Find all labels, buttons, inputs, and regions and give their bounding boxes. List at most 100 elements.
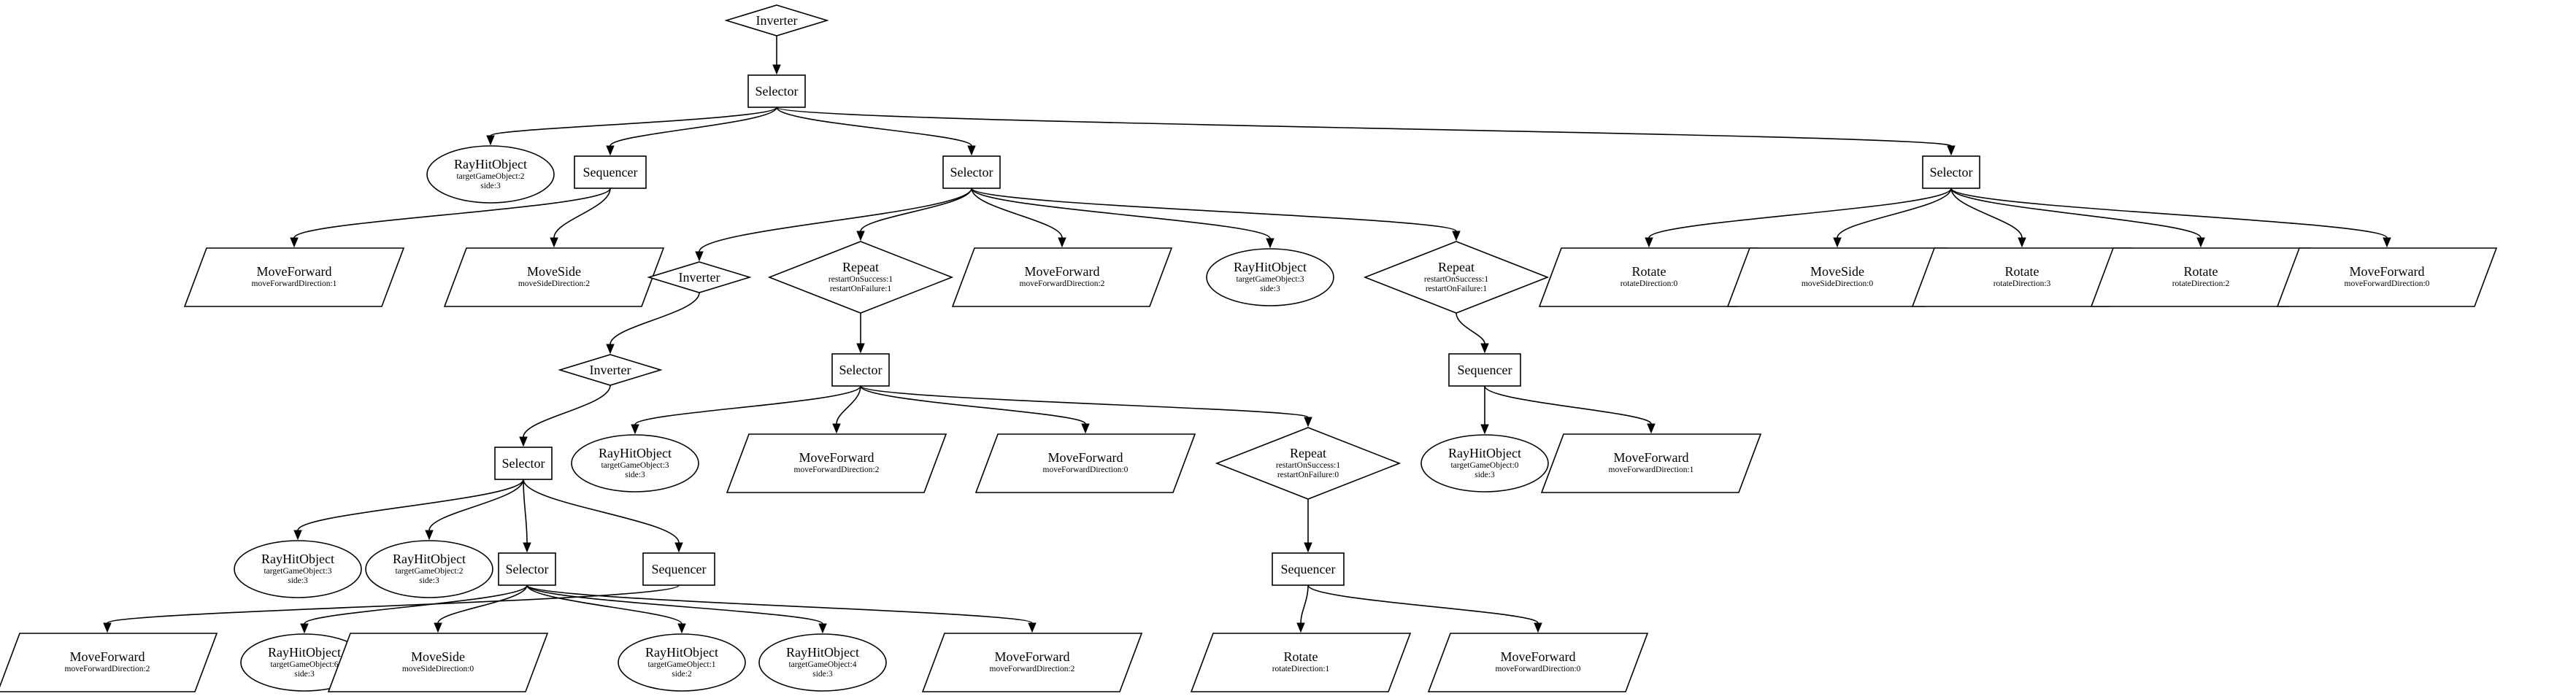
node-param: moveForwardDirection:0 (2345, 279, 2430, 288)
node-action-shape (951, 247, 1173, 307)
edge-n20-n22 (631, 385, 861, 435)
node-title: RayHitObject (261, 552, 334, 566)
node-title: Inverter (679, 270, 720, 285)
node-param: moveForwardDirection:1 (1609, 466, 1694, 474)
node-title: RayHitObject (454, 157, 527, 171)
node-action-shape (183, 247, 405, 307)
edge-n9-n19 (606, 292, 700, 355)
node-selector: Selector (1922, 155, 1980, 189)
node-param: moveForwardDirection:1 (252, 279, 337, 288)
node-inverter: Inverter (558, 354, 663, 386)
node-title: Rotate (2005, 264, 2039, 279)
node-sequencer: Sequencer (1448, 353, 1521, 387)
node-param: targetGameObject:0 (1450, 461, 1518, 470)
node-param: restartOnSuccess:1 (1424, 275, 1488, 284)
node-title: Selector (1930, 165, 1973, 179)
node-param: side:3 (1475, 471, 1495, 479)
edge-n20-n25 (860, 385, 1312, 428)
node-repeat: RepeatrestartOnSuccess:1restartOnFailure… (1215, 427, 1402, 500)
node-condition-shape (571, 434, 699, 493)
node-title: RayHitObject (393, 552, 466, 566)
node-title: MoveForward (70, 649, 145, 664)
node-sequencer: Sequencer (642, 552, 715, 586)
node-action-shape (974, 433, 1196, 493)
node-inverter: Inverter (647, 261, 752, 293)
node-param: targetGameObject:6 (270, 660, 338, 669)
node-selector-shape (494, 447, 553, 480)
node-title: MoveSide (1810, 264, 1864, 279)
node-action-shape (443, 247, 665, 307)
edge-n21-n26 (1480, 385, 1489, 435)
node-param: restartOnSuccess:1 (1276, 461, 1340, 470)
node-param: targetGameObject:1 (647, 660, 715, 669)
edge-n1-n2 (772, 36, 781, 75)
node-condition-shape (618, 633, 746, 692)
edge-n5-n13 (971, 188, 1461, 242)
node-action-shape (1540, 433, 1762, 493)
node-sequencer-shape (1272, 552, 1345, 586)
node-action-shape (327, 633, 549, 692)
edge-n29-n41 (1307, 584, 1542, 633)
edge-n5-n11 (971, 188, 1066, 248)
node-title: MoveForward (995, 649, 1070, 664)
node-title: Repeat (842, 260, 879, 274)
edge-n2-n6 (776, 107, 1956, 156)
node-action-shape (726, 433, 947, 493)
node-title: Selector (950, 165, 993, 179)
node-title: RayHitObject (599, 446, 672, 460)
edge-n10-n20 (856, 313, 865, 354)
node-param: targetGameObject:3 (601, 461, 669, 470)
node-inverter: Inverter (724, 4, 829, 36)
node-title: Sequencer (652, 562, 707, 576)
edge-n5-n12 (971, 188, 1274, 249)
node-param: targetGameObject:2 (456, 172, 524, 181)
edge-n32-n36 (434, 584, 528, 633)
node-title: MoveForward (1048, 450, 1123, 465)
node-repeat: RepeatrestartOnSuccess:1restartOnFailure… (1363, 241, 1550, 314)
edge-n2-n5 (776, 107, 976, 156)
edge-n32-n38 (526, 584, 827, 634)
node-param: moveForwardDirection:2 (794, 466, 880, 474)
node-title: MoveForward (799, 450, 874, 465)
node-selector: Selector (747, 74, 806, 108)
node-param: moveForwardDirection:0 (1496, 665, 1581, 673)
node-param: moveForwardDirection:2 (1020, 279, 1105, 288)
node-title: MoveForward (1614, 450, 1689, 465)
node-sequencer-shape (642, 552, 715, 586)
node-param: moveForwardDirection:0 (1043, 466, 1129, 474)
node-param: targetGameObject:4 (788, 660, 856, 669)
node-title: RayHitObject (645, 645, 718, 660)
node-title: Rotate (1284, 649, 1318, 664)
node-action-shape (0, 633, 218, 692)
node-inverter-shape (724, 4, 829, 36)
edge-n6-n15 (1833, 188, 1952, 248)
node-inverter-shape (647, 261, 752, 293)
edge-n21-n27 (1484, 385, 1656, 434)
node-repeat: RepeatrestartOnSuccess:1restartOnFailure… (767, 241, 954, 314)
edge-n6-n18 (1950, 188, 2391, 248)
node-param: rotateDirection:0 (1620, 279, 1678, 288)
edge-n4-n7 (290, 188, 611, 248)
node-sequencer-shape (1448, 353, 1521, 387)
node-param: side:3 (288, 576, 308, 585)
node-param: restartOnSuccess:1 (828, 275, 893, 284)
node-title: RayHitObject (268, 645, 341, 660)
node-param: side:3 (480, 182, 501, 190)
edge-n29-n40 (1296, 584, 1309, 633)
edge-n5-n9 (695, 188, 972, 262)
node-title: MoveSide (527, 264, 581, 279)
node-title: Selector (839, 363, 883, 377)
node-condition-shape (234, 540, 362, 598)
node-param: rotateDirection:3 (1993, 279, 2051, 288)
node-param: restartOnFailure:1 (830, 285, 892, 293)
